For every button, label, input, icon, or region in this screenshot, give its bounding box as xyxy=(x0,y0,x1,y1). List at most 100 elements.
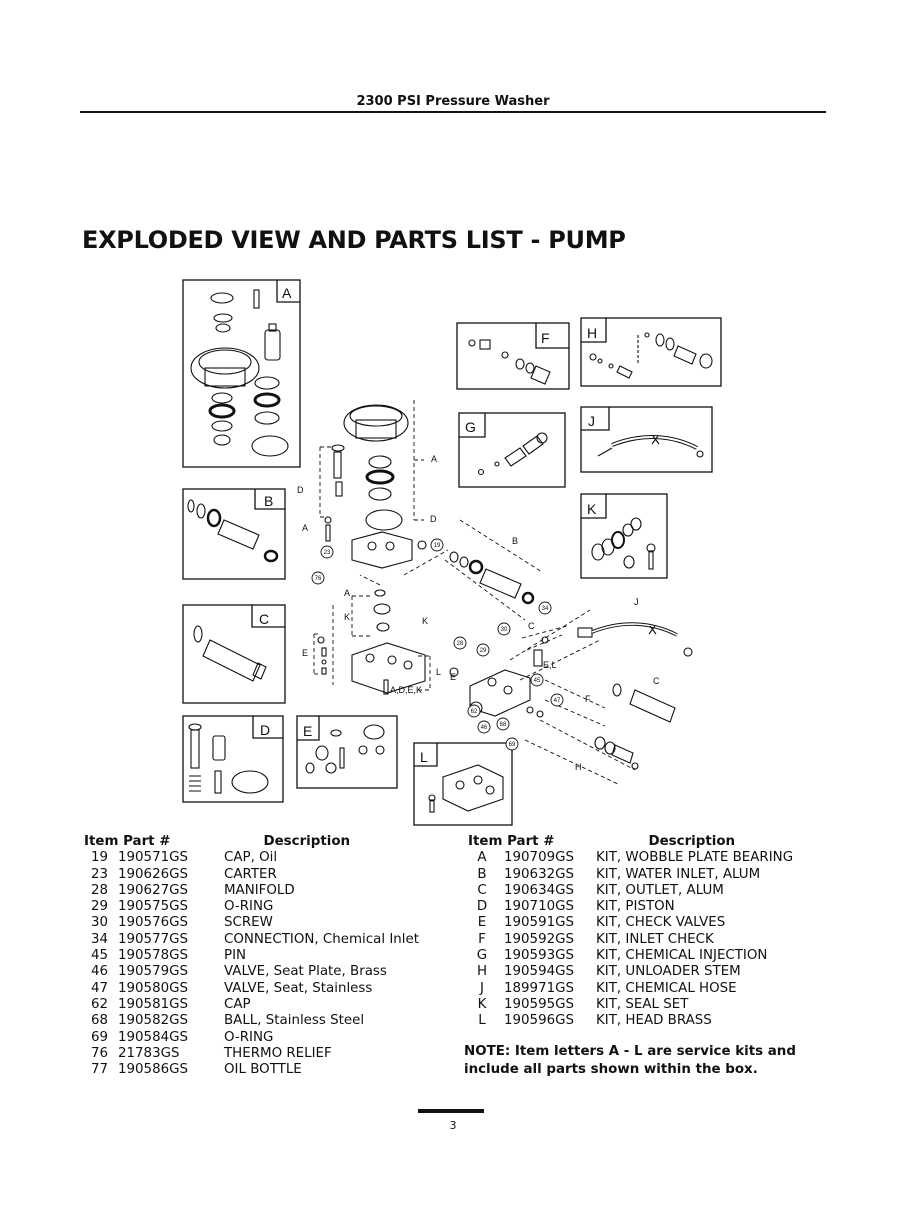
kit-box-h xyxy=(580,317,722,387)
item-number: 30 xyxy=(90,915,108,931)
part-description: KIT, CHEMICAL HOSE xyxy=(596,980,737,996)
item-letter: E xyxy=(477,915,487,931)
kit-box-b xyxy=(182,488,286,580)
svg-text:G: G xyxy=(465,419,476,435)
part-number: 190591GS xyxy=(504,915,574,931)
part-description: KIT, HEAD BRASS xyxy=(596,1013,712,1029)
svg-text:B: B xyxy=(264,493,273,509)
svg-text:D: D xyxy=(260,722,270,738)
part-description: CAP, Oil xyxy=(224,850,278,866)
description-header: Description xyxy=(648,834,736,849)
page-number: 3 xyxy=(449,1119,457,1132)
part-number: 190571GS xyxy=(118,850,188,866)
page-number-bar xyxy=(418,1109,484,1113)
part-description: KIT, CHEMICAL INJECTION xyxy=(596,948,768,964)
svg-text:H: H xyxy=(575,762,582,772)
part-number: 190593GS xyxy=(504,948,574,964)
table-row: 46 190579GS VALVE, Seat Plate, Brass xyxy=(84,964,419,980)
svg-text:H: H xyxy=(587,325,597,341)
kit-box-k xyxy=(580,493,668,579)
svg-text:F: F xyxy=(541,330,550,346)
part-description: VALVE, Seat, Stainless xyxy=(224,980,373,996)
item-letter: C xyxy=(477,882,487,898)
part-description: KIT, PISTON xyxy=(596,899,675,915)
table-row: E 190591GS KIT, CHECK VALVES xyxy=(468,915,793,931)
part-description: KIT, WOBBLE PLATE BEARING xyxy=(596,850,794,866)
svg-text:A,D,E,K: A,D,E,K xyxy=(390,685,422,695)
part-description: CARTER xyxy=(224,866,277,882)
part-description: OIL BOTTLE xyxy=(224,1062,302,1078)
parts-list-header: Item Part # Description xyxy=(468,834,793,850)
svg-text:68: 68 xyxy=(500,722,507,728)
part-number: 190576GS xyxy=(118,915,188,931)
kit-box-c xyxy=(182,604,286,704)
part-description: KIT, WATER INLET, ALUM xyxy=(596,866,761,882)
part-number: 190627GS xyxy=(118,882,188,898)
kit-box-d xyxy=(182,715,284,803)
svg-text:K: K xyxy=(344,612,350,622)
item-number: 19 xyxy=(90,850,108,866)
part-description: MANIFOLD xyxy=(224,882,295,898)
svg-text:K: K xyxy=(422,616,428,626)
part-number: 190594GS xyxy=(504,964,574,980)
item-letter: K xyxy=(477,996,487,1012)
svg-text:30: 30 xyxy=(501,627,508,633)
svg-text:46: 46 xyxy=(481,725,488,731)
item-number: 45 xyxy=(90,948,108,964)
item-number: 23 xyxy=(90,866,108,882)
svg-text:C: C xyxy=(528,621,535,631)
svg-text:76: 76 xyxy=(315,576,322,582)
part-number: 190596GS xyxy=(504,1013,574,1029)
svg-text:D: D xyxy=(430,514,437,524)
part-number: 190709GS xyxy=(504,850,574,866)
part-description: KIT, SEAL SET xyxy=(596,996,689,1012)
service-kit-note: NOTE: Item letters A - L are service kit… xyxy=(464,1044,796,1077)
svg-text:A: A xyxy=(302,523,308,533)
item-part-header: Item Part # xyxy=(84,834,171,849)
part-number: 190626GS xyxy=(118,866,188,882)
item-letter: D xyxy=(476,899,488,915)
part-description: KIT, INLET CHECK xyxy=(596,931,714,947)
description-header: Description xyxy=(263,834,351,849)
part-description: VALVE, Seat Plate, Brass xyxy=(224,964,387,980)
svg-text:28: 28 xyxy=(457,641,464,647)
part-description: KIT, UNLOADER STEM xyxy=(596,964,741,980)
kit-box-j xyxy=(580,406,713,473)
parts-list-right: Item Part # Description A 190709GS KIT, WO… xyxy=(468,834,793,1030)
part-number: 190586GS xyxy=(118,1062,188,1078)
table-row: D 190710GS KIT, PISTON xyxy=(468,899,793,915)
svg-text:29: 29 xyxy=(480,648,487,654)
parts-list-left: Item Part # Description 19 190571GS CAP, O… xyxy=(84,834,419,1078)
item-number: 46 xyxy=(90,964,108,980)
svg-text:69: 69 xyxy=(509,742,516,748)
section-title: EXPLODED VIEW AND PARTS LIST - PUMP xyxy=(82,226,626,254)
item-letter: J xyxy=(480,980,484,996)
item-letter: A xyxy=(477,850,487,866)
svg-text:E,L: E,L xyxy=(543,660,557,670)
svg-text:E: E xyxy=(450,672,456,682)
svg-text:45: 45 xyxy=(534,678,541,684)
part-number: 190579GS xyxy=(118,964,188,980)
part-description: KIT, CHECK VALVES xyxy=(596,915,726,931)
svg-text:B: B xyxy=(512,536,518,546)
part-description: KIT, OUTLET, ALUM xyxy=(596,882,724,898)
part-description: PIN xyxy=(224,948,247,964)
part-number: 190577GS xyxy=(118,931,188,947)
part-number: 190710GS xyxy=(504,899,574,915)
